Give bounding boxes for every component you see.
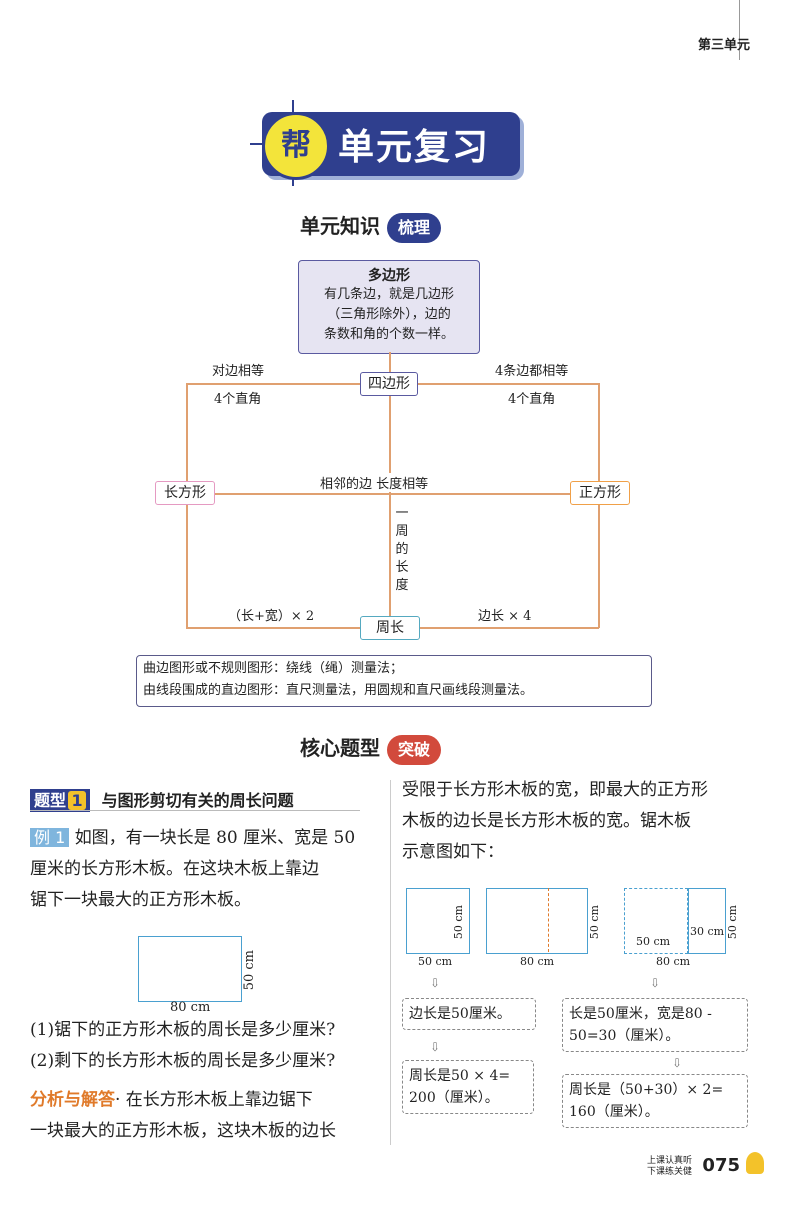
example-dim-w: 80 cm <box>170 1000 211 1015</box>
edge-left-bottom: 4个直角 <box>214 392 262 407</box>
connector <box>186 505 188 628</box>
fig1 <box>406 888 470 954</box>
connector <box>186 627 361 629</box>
right-text: 受限于长方形木板的宽，即最大的正方形 木板的边长是长方形木板的宽。锯木板 示意图… <box>402 780 708 862</box>
fig2-w: 80 cm <box>520 955 555 968</box>
connector <box>186 383 361 385</box>
analysis: 分析与解答· 在长方形木板上靠边锯下 一块最大的正方形木板，这块木板的边长 <box>30 1090 336 1141</box>
edge-right-top: 4条边都相等 <box>495 364 569 379</box>
connector <box>420 627 599 629</box>
example-text: 例 1 如图，有一块长是 80 厘米、宽是 50 厘米的长方形木板。在这块木板上… <box>30 828 356 910</box>
unit-label: 第三单元 <box>697 38 750 53</box>
down-arrow-icon: ⇩ <box>650 976 661 990</box>
page-number: 075 <box>702 1155 740 1176</box>
divider <box>30 810 360 811</box>
node-rect: 长方形 <box>155 481 215 505</box>
fig3-w2: 30 cm <box>690 925 725 938</box>
knowledge-badge: 梳理 <box>386 213 441 243</box>
banner-title: 单元复习 <box>338 127 491 168</box>
polygon-box: 多边形 有几条边，就是几边形 （三角形除外），边的 条数和角的个数一样。 <box>298 260 480 354</box>
connector <box>186 383 188 481</box>
polygon-desc-2: 条数和角的个数一样。 <box>323 327 454 342</box>
core-title: 核心题型 突破 <box>300 732 441 765</box>
example-dim-h: 50 cm <box>242 950 257 991</box>
edge-middle: 相邻的边 长度相等 <box>320 473 429 492</box>
edge-right-bottom: 4个直角 <box>508 392 556 407</box>
rect-formula: （长+宽）× 2 <box>228 609 315 624</box>
answer-box-1: 边长是50厘米。 <box>402 998 536 1030</box>
down-arrow-icon: ⇩ <box>430 1040 441 1054</box>
question-1: (1)锯下的正方形木板的周长是多少厘米? <box>30 1020 336 1040</box>
fig2-h: 50 cm <box>588 905 601 940</box>
polygon-desc-1: （三角形除外），边的 <box>327 307 451 322</box>
fig3-h: 50 cm <box>726 905 739 940</box>
node-square: 正方形 <box>570 481 630 505</box>
measure-note: 曲边图形或不规则图形：绕线（绳）测量法； 由线段围成的直边图形：直尺测量法，用圆… <box>136 655 652 707</box>
fig2 <box>486 888 588 954</box>
node-perimeter: 周长 <box>360 616 420 640</box>
connector <box>598 505 600 628</box>
fig3-w: 80 cm <box>656 955 691 968</box>
mascot-icon <box>746 1152 764 1174</box>
question-2: (2)剩下的长方形木板的周长是多少厘米? <box>30 1051 336 1071</box>
answer-box-2: 周长是50 × 4=200（厘米）。 <box>402 1060 534 1114</box>
connector <box>389 352 391 372</box>
fig1-h: 50 cm <box>452 905 465 940</box>
connector <box>598 383 600 481</box>
polygon-desc-0: 有几条边，就是几边形 <box>323 287 454 302</box>
fig3-square <box>624 888 688 954</box>
edge-vertical: 一周的长度 <box>394 505 410 595</box>
fig3-w1: 50 cm <box>636 935 671 948</box>
fig3-rest <box>688 888 726 954</box>
fig1-w: 50 cm <box>418 955 453 968</box>
answer-box-3: 长是50厘米，宽是80 -50=30（厘米）。 <box>562 998 748 1052</box>
answer-box-4: 周长是（50+30）× 2=160（厘米）。 <box>562 1074 748 1128</box>
connector <box>215 493 570 495</box>
example-figure <box>138 936 242 1002</box>
connector <box>418 383 598 385</box>
core-badge: 突破 <box>386 735 441 765</box>
node-quad: 四边形 <box>360 372 418 396</box>
banner-badge: 帮 <box>262 112 330 180</box>
edge-left-top: 对边相等 <box>212 364 265 379</box>
polygon-title: 多边形 <box>368 268 410 284</box>
down-arrow-icon: ⇩ <box>672 1056 683 1070</box>
fig2-cut <box>548 888 549 952</box>
analysis-label: 分析与解答 <box>30 1090 115 1110</box>
down-arrow-icon: ⇩ <box>430 976 441 990</box>
column-divider <box>390 780 391 1145</box>
corner-line <box>739 0 780 60</box>
example-label: 例 1 <box>30 828 70 847</box>
square-formula: 边长 × 4 <box>478 609 532 624</box>
connector <box>389 394 391 616</box>
footer-tips: 上课认真听下课练关健 <box>646 1156 692 1177</box>
knowledge-title: 单元知识 梳理 <box>300 210 441 243</box>
